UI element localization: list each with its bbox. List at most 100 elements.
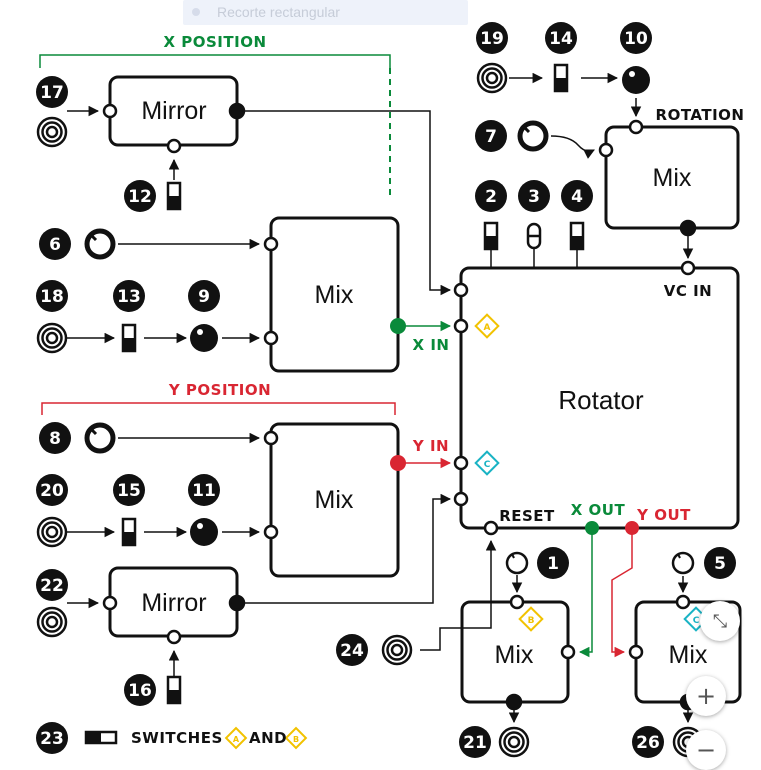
mix-rotation-block: Mix bbox=[604, 125, 740, 230]
svg-text:26: 26 bbox=[636, 733, 660, 753]
svg-text:A: A bbox=[233, 735, 240, 744]
mirror-bottom-input-port bbox=[102, 595, 118, 611]
x-position-label: X POSITION bbox=[163, 33, 266, 51]
knob-9-icon bbox=[190, 324, 218, 352]
switch-23-icon bbox=[84, 730, 118, 745]
rotator-angle-port bbox=[453, 282, 469, 298]
jack-24-icon bbox=[381, 634, 413, 666]
rotator-vc-in-port bbox=[680, 260, 696, 276]
svg-text:1: 1 bbox=[547, 554, 559, 574]
svg-text:3: 3 bbox=[528, 187, 540, 207]
diamond-c-icon: C bbox=[474, 450, 500, 476]
switch-3-icon bbox=[526, 222, 542, 250]
knob-1-icon bbox=[505, 551, 529, 575]
vc-in-label: VC IN bbox=[664, 282, 712, 300]
mix-b-output-port bbox=[505, 693, 523, 711]
rotator-block: Rotator bbox=[459, 266, 740, 530]
collapse-button[interactable]: ⤡ bbox=[700, 601, 740, 641]
rotator-x-in-port bbox=[453, 318, 469, 334]
svg-text:6: 6 bbox=[49, 235, 61, 255]
jack-18-icon bbox=[36, 322, 68, 354]
mirror-top-control-port bbox=[166, 138, 182, 154]
svg-text:24: 24 bbox=[340, 641, 364, 661]
tooltip: Recorte rectangular bbox=[183, 0, 468, 25]
svg-text:18: 18 bbox=[40, 287, 64, 307]
rotation-label: ROTATION bbox=[656, 106, 745, 124]
svg-text:13: 13 bbox=[117, 287, 141, 307]
knob-5-icon bbox=[671, 551, 695, 575]
svg-text:4: 4 bbox=[571, 187, 583, 207]
mix-b-top-port bbox=[509, 594, 525, 610]
mix-y-block: Mix bbox=[269, 422, 400, 578]
rotator-y-out-port bbox=[625, 521, 639, 535]
mix-rotation-title: Mix bbox=[653, 164, 692, 192]
diamond-b-icon: B bbox=[518, 606, 544, 632]
legend-diamond-a-icon: A bbox=[224, 726, 248, 750]
switch-4-icon bbox=[569, 221, 585, 251]
svg-text:8: 8 bbox=[49, 429, 61, 449]
svg-text:B: B bbox=[528, 616, 535, 626]
zoom-in-button[interactable]: + bbox=[686, 676, 726, 716]
switch-12-icon bbox=[166, 181, 182, 211]
svg-text:12: 12 bbox=[128, 187, 152, 207]
rotator-x-out-port bbox=[585, 521, 599, 535]
knob-7-icon bbox=[520, 123, 546, 149]
and-label: AND bbox=[249, 729, 287, 747]
mix-x-input-1-port bbox=[263, 236, 279, 252]
knob-10-icon bbox=[622, 66, 650, 94]
zoom-out-icon: − bbox=[695, 736, 717, 764]
y-in-label: Y IN bbox=[412, 437, 449, 455]
svg-text:17: 17 bbox=[40, 83, 64, 103]
mix-b-title: Mix bbox=[495, 641, 534, 669]
switches-label: SWITCHES bbox=[131, 729, 223, 747]
zoom-out-button[interactable]: − bbox=[686, 730, 726, 770]
svg-text:14: 14 bbox=[549, 29, 573, 49]
jack-17-icon bbox=[36, 116, 68, 148]
svg-text:C: C bbox=[693, 616, 700, 626]
rotator-title: Rotator bbox=[558, 385, 644, 415]
diamond-a-icon: A bbox=[474, 313, 500, 339]
y-position-bracket: Y POSITION bbox=[41, 381, 396, 415]
knob-11-icon bbox=[190, 518, 218, 546]
svg-text:20: 20 bbox=[40, 481, 64, 501]
number-badges: 17 12 6 18 13 9 8 20 15 11 22 16 23 19 1… bbox=[36, 22, 736, 758]
mix-c-title: Mix bbox=[669, 641, 708, 669]
switch-14-icon bbox=[553, 63, 569, 93]
mirror-bottom-output-port bbox=[228, 594, 246, 612]
mix-y-input-2-port bbox=[263, 524, 279, 540]
mix-b-right-port bbox=[560, 644, 576, 660]
mix-x-title: Mix bbox=[315, 281, 354, 309]
mirror-top-input-port bbox=[102, 103, 118, 119]
svg-text:7: 7 bbox=[485, 127, 497, 147]
mix-c-top-port bbox=[675, 594, 691, 610]
tooltip-text: Recorte rectangular bbox=[217, 4, 340, 20]
mix-x-output-port bbox=[390, 318, 406, 334]
mix-c-left-port bbox=[628, 644, 644, 660]
jack-19-icon bbox=[476, 62, 508, 94]
mirror-bottom-title: Mirror bbox=[141, 589, 206, 617]
rotator-reset-port bbox=[483, 520, 499, 536]
x-position-bracket: X POSITION bbox=[39, 33, 391, 200]
legend-diamond-b-icon: B bbox=[284, 726, 308, 750]
colored-wires bbox=[405, 320, 633, 658]
rotator-aux-port bbox=[453, 491, 469, 507]
svg-text:16: 16 bbox=[128, 681, 152, 701]
switch-13-icon bbox=[121, 323, 137, 353]
jack-22-icon bbox=[36, 606, 68, 638]
mirror-top-title: Mirror bbox=[141, 97, 206, 125]
x-out-label: X OUT bbox=[571, 501, 626, 519]
jack-20-icon bbox=[36, 516, 68, 548]
switch-16-icon bbox=[166, 675, 182, 705]
switch-2-icon bbox=[483, 221, 499, 251]
svg-text:23: 23 bbox=[40, 729, 64, 749]
svg-text:11: 11 bbox=[192, 481, 216, 501]
mix-y-input-1-port bbox=[263, 430, 279, 446]
y-out-label: Y OUT bbox=[636, 506, 691, 524]
knob-8-icon bbox=[87, 425, 113, 451]
knob-6-icon bbox=[87, 231, 113, 257]
mirror-bottom-block: Mirror bbox=[108, 566, 239, 638]
jack-21-icon bbox=[498, 726, 530, 758]
svg-text:10: 10 bbox=[624, 29, 648, 49]
y-position-label: Y POSITION bbox=[168, 381, 271, 399]
